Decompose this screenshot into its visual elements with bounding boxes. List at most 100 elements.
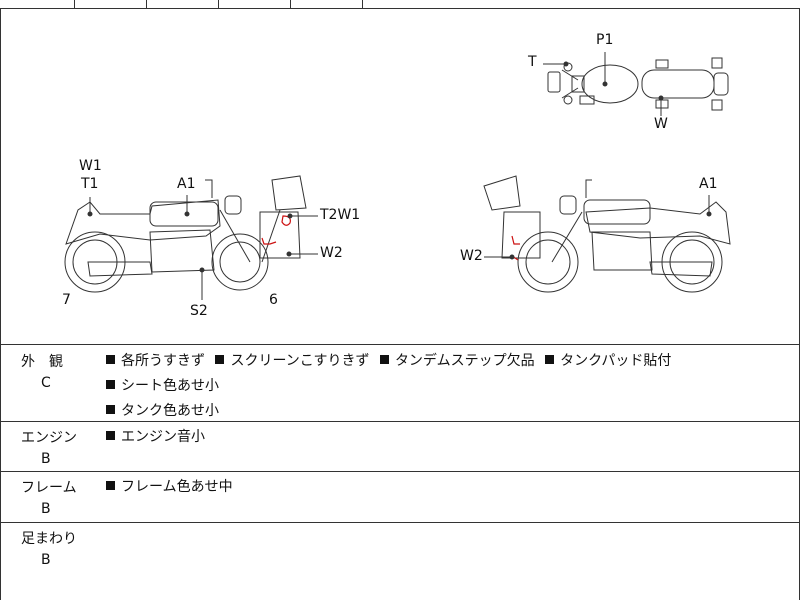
top-view-handlebar	[561, 87, 579, 99]
part-label-s2: S2	[190, 303, 208, 319]
row-items: 各所うすきず スクリーンこすりきず タンデムステップ欠品 タンクパッド貼付 シー…	[106, 349, 796, 424]
left-view-damage-marks	[261, 215, 291, 245]
leader-dot	[563, 61, 569, 67]
row-category: 足まわり	[21, 531, 77, 547]
left-view-sidebag	[259, 211, 301, 259]
top-view-headlight	[547, 71, 561, 93]
condition-item: フレーム色あせ中	[106, 479, 233, 495]
condition-row-suspension: 足まわり B	[1, 522, 799, 601]
right-view-exhaust	[649, 261, 713, 277]
top-view-leaders	[543, 52, 664, 116]
bullet-square-icon	[379, 355, 389, 364]
row-category: エンジン	[21, 430, 77, 446]
right-view-leaders	[484, 195, 712, 260]
condition-item: タンデムステップ欠品	[379, 353, 535, 369]
condition-item: スクリーンこすりきず	[215, 353, 369, 369]
part-label-w1: W1	[79, 158, 102, 174]
row-grade: C	[41, 375, 51, 391]
right-view-sidebag	[501, 211, 541, 259]
condition-item: シート色あせ小	[106, 378, 219, 394]
condition-row-exterior: 外 観 C 各所うすきず スクリーンこすりきず タンデムステップ欠品 タンクパッ…	[1, 345, 799, 422]
bullet-square-icon	[545, 355, 555, 364]
row-grade: B	[41, 501, 51, 517]
leader-dot	[184, 211, 190, 217]
row-items: エンジン音小	[106, 425, 796, 450]
leader-dot	[286, 251, 292, 257]
left-view-body	[65, 199, 221, 245]
bullet-square-icon	[106, 431, 115, 440]
left-view-fork	[219, 209, 251, 263]
condition-item: タンク色あせ小	[106, 403, 219, 419]
condition-table: 外 観 C 各所うすきず スクリーンこすりきず タンデムステップ欠品 タンクパッ…	[0, 344, 800, 600]
bullet-square-icon	[106, 380, 115, 389]
condition-item: タンクパッド貼付	[545, 353, 671, 369]
left-view-front-tire-inner	[219, 241, 261, 283]
left-view-exhaust	[87, 261, 153, 277]
top-view-fork	[571, 75, 585, 93]
part-label-w2-right: W2	[460, 248, 483, 264]
top-view-tail	[713, 72, 729, 96]
bullet-square-icon	[215, 355, 225, 364]
part-label-w2-left: W2	[320, 245, 343, 261]
header-strip	[0, 0, 800, 9]
part-label-a1-left: A1	[177, 176, 196, 192]
header-cell	[218, 0, 291, 8]
row-category: フレーム	[21, 480, 77, 496]
top-view-step	[655, 59, 669, 69]
right-view-tank	[583, 199, 651, 225]
bullet-square-icon	[106, 405, 115, 414]
motorcycle-diagram	[64, 52, 731, 300]
top-view-handlebar	[561, 69, 579, 81]
header-cell	[290, 0, 363, 8]
part-label-7: 7	[62, 292, 71, 308]
part-label-a1-right: A1	[699, 176, 718, 192]
right-view-trunk	[483, 175, 521, 211]
top-view-bike	[547, 57, 729, 111]
header-cell	[74, 0, 147, 8]
condition-item: 各所うすきず	[106, 353, 205, 369]
right-view-handlebar	[585, 179, 592, 198]
bullet-square-icon	[106, 355, 115, 364]
leader-dot	[87, 211, 93, 217]
left-view-front-wheel	[211, 233, 269, 291]
part-label-t: T	[528, 54, 537, 70]
header-cell	[146, 0, 219, 8]
right-view-fork	[551, 211, 583, 263]
left-view-rack	[261, 209, 281, 263]
part-label-t2w1: T2W1	[320, 207, 361, 223]
damage-mark	[261, 237, 277, 245]
part-label-t1: T1	[81, 176, 99, 192]
top-view-tank	[581, 64, 639, 104]
damage-mark	[511, 235, 520, 245]
left-view-tank	[149, 201, 219, 227]
header-cell	[0, 0, 75, 8]
right-view-bike	[483, 175, 731, 293]
leader-dot	[287, 213, 293, 219]
row-items: フレーム色あせ中	[106, 475, 796, 500]
left-view-leaders	[87, 195, 318, 300]
top-view-engine	[579, 95, 595, 105]
top-view-mirror-right	[563, 95, 573, 105]
left-view-engine	[149, 229, 215, 273]
part-label-w: W	[654, 116, 668, 132]
left-view-handlebar	[205, 179, 213, 198]
damage-mark	[281, 215, 291, 226]
condition-row-frame: フレーム B フレーム色あせ中	[1, 471, 799, 523]
row-category: 外 観	[21, 354, 63, 370]
condition-row-engine: エンジン B エンジン音小	[1, 421, 799, 472]
leader-dot	[706, 211, 712, 217]
leader-dot	[509, 254, 515, 260]
top-view-step	[655, 99, 669, 109]
row-grade: B	[41, 451, 51, 467]
leader-dot	[199, 267, 205, 273]
condition-item: エンジン音小	[106, 429, 205, 445]
left-view-headlight	[224, 195, 242, 215]
right-view-front-wheel	[517, 231, 579, 293]
row-grade: B	[41, 552, 51, 568]
left-view-trunk	[271, 175, 307, 211]
top-view-box	[711, 99, 723, 111]
leader-dot	[658, 95, 664, 101]
right-view-engine	[591, 231, 653, 271]
bullet-square-icon	[106, 481, 115, 490]
